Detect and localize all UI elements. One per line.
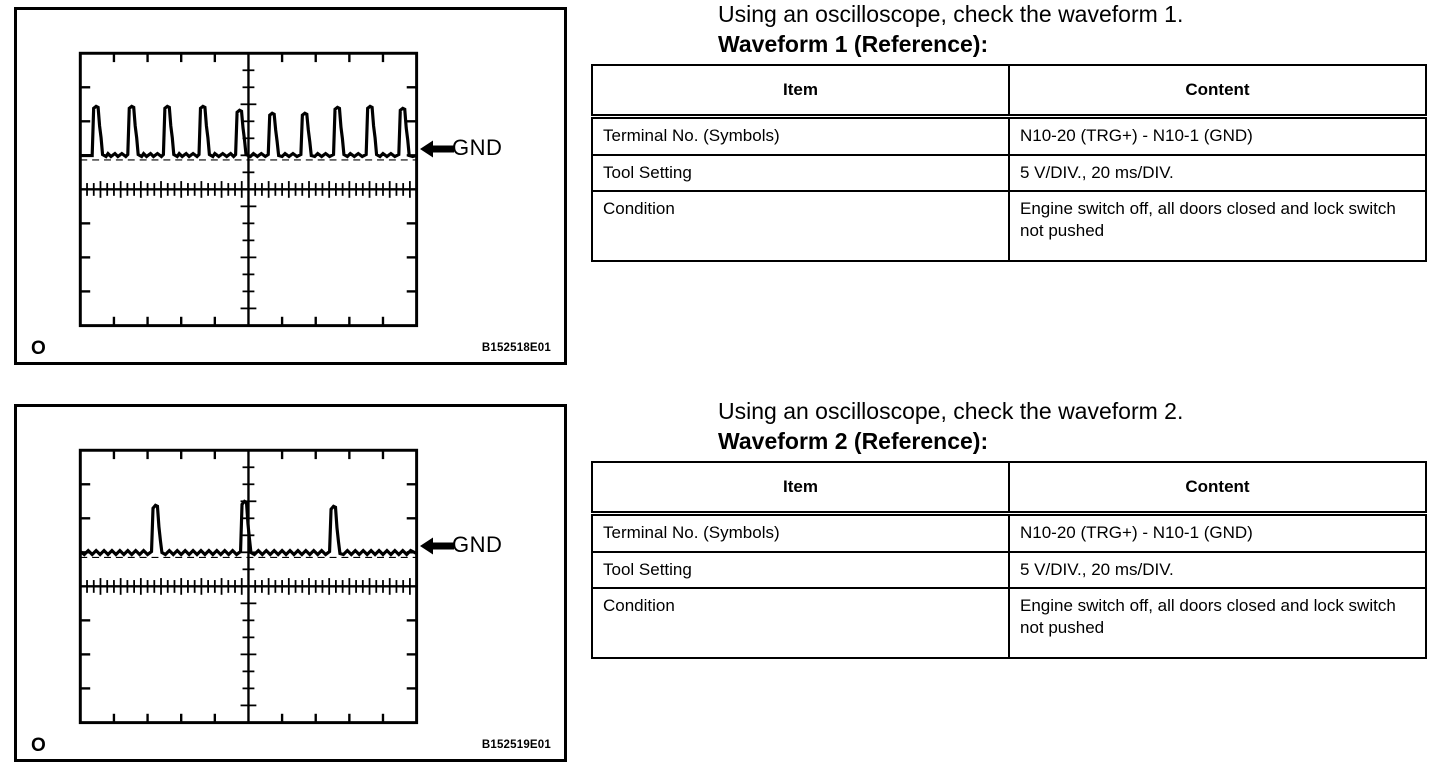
corner-orientation-mark: O [31, 735, 46, 756]
table-row: Terminal No. (Symbols) N10-20 (TRG+) - N… [591, 115, 1427, 156]
cell-content-condition: Engine switch off, all doors closed and … [1008, 189, 1427, 262]
table-header-row: Item Content [591, 461, 1427, 517]
cell-item-tool-setting: Tool Setting [591, 153, 1010, 192]
waveform-1-reference-table: Item Content Terminal No. (Symbols) N10-… [591, 64, 1427, 262]
table-row: Condition Engine switch off, all doors c… [591, 189, 1427, 262]
waveform-1-scope-panel: O B152518E01 [14, 7, 567, 365]
column-header-item: Item [591, 64, 1010, 120]
table-row: Tool Setting 5 V/DIV., 20 ms/DIV. [591, 550, 1427, 589]
table-header-row: Item Content [591, 64, 1427, 120]
figure-code-label: B152519E01 [481, 739, 551, 751]
waveform-2-scope-panel: O B152519E01 [14, 404, 567, 762]
column-header-content: Content [1008, 461, 1427, 517]
waveform-2-info-block: Using an oscilloscope, check the wavefor… [591, 397, 1431, 659]
cell-item-condition: Condition [591, 189, 1010, 262]
gnd-arrow-icon [420, 537, 454, 555]
table-row: Terminal No. (Symbols) N10-20 (TRG+) - N… [591, 512, 1427, 553]
cell-item-terminal-no: Terminal No. (Symbols) [591, 512, 1010, 553]
waveform-2-reference-table: Item Content Terminal No. (Symbols) N10-… [591, 461, 1427, 659]
gnd-label-waveform-1: GND [452, 135, 503, 160]
column-header-content: Content [1008, 64, 1427, 120]
gnd-arrow-icon [420, 140, 454, 158]
cell-item-terminal-no: Terminal No. (Symbols) [591, 115, 1010, 156]
cell-item-condition: Condition [591, 586, 1010, 659]
cell-content-tool-setting: 5 V/DIV., 20 ms/DIV. [1008, 550, 1427, 589]
table-row: Tool Setting 5 V/DIV., 20 ms/DIV. [591, 153, 1427, 192]
cell-content-terminal-no: N10-20 (TRG+) - N10-1 (GND) [1008, 115, 1427, 156]
waveform-2-instruction: Using an oscilloscope, check the wavefor… [718, 398, 1184, 424]
column-header-item: Item [591, 461, 1010, 517]
waveform-2-heading: Waveform 2 (Reference): [718, 428, 989, 455]
cell-content-tool-setting: 5 V/DIV., 20 ms/DIV. [1008, 153, 1427, 192]
cell-content-terminal-no: N10-20 (TRG+) - N10-1 (GND) [1008, 512, 1427, 553]
waveform-1-heading: Waveform 1 (Reference): [718, 31, 989, 58]
figure-code-label: B152518E01 [481, 342, 551, 354]
waveform-1-info-block: Using an oscilloscope, check the wavefor… [591, 0, 1431, 262]
table-row: Condition Engine switch off, all doors c… [591, 586, 1427, 659]
corner-orientation-mark: O [31, 338, 46, 359]
waveform-1-scope-graphic [78, 51, 419, 328]
cell-item-tool-setting: Tool Setting [591, 550, 1010, 589]
waveform-2-scope-graphic [78, 448, 419, 725]
waveform-1-instruction: Using an oscilloscope, check the wavefor… [718, 1, 1184, 27]
cell-content-condition: Engine switch off, all doors closed and … [1008, 586, 1427, 659]
gnd-label-waveform-2: GND [452, 532, 503, 557]
